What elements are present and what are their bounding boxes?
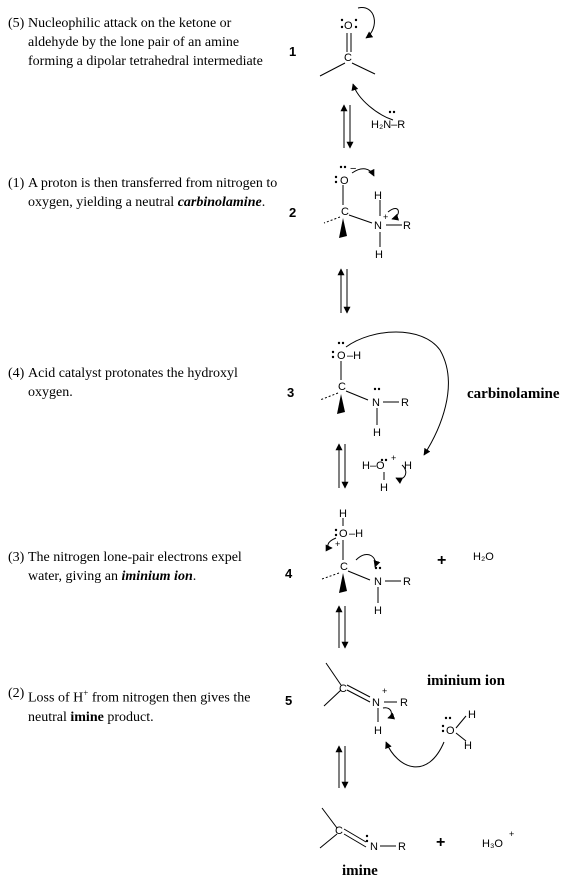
step-text: Loss of H+ from nitrogen then gives the … xyxy=(28,684,278,727)
step-text: Acid catalyst protonates the hydroxyl ox… xyxy=(28,366,238,400)
step-text-end: product. xyxy=(103,709,154,725)
atom-h: H xyxy=(374,605,382,617)
structure-number-4: 4 xyxy=(285,566,293,581)
atom-oh-h: –H xyxy=(349,528,363,540)
atom-plus-charge: + xyxy=(509,829,514,839)
step-number: (3) xyxy=(8,550,25,565)
step-text-part: from nitrogen then gives the neutral xyxy=(28,690,251,725)
atom-h: H xyxy=(464,740,472,752)
atom-h: H xyxy=(375,249,383,261)
iminium-term: iminium ion xyxy=(121,569,193,584)
atom-n: N xyxy=(374,576,382,588)
atom-r: R xyxy=(403,220,411,232)
structure-number-5: 5 xyxy=(285,693,293,708)
equilibrium-arrows-4 xyxy=(335,605,349,649)
atom-o: O xyxy=(446,725,455,737)
atom-n: N xyxy=(374,220,382,232)
atom-plus-charge: + xyxy=(382,686,387,696)
atom-c: C xyxy=(341,206,349,218)
step-number: (4) xyxy=(8,366,25,381)
atom-plus-charge: + xyxy=(335,539,340,549)
atom-r: R xyxy=(403,576,411,588)
atom-n: N xyxy=(372,397,380,409)
imine-product xyxy=(319,807,396,849)
atom-h: H xyxy=(468,709,476,721)
hydronium-left: H–O xyxy=(362,460,385,472)
atom-plus-charge: + xyxy=(391,453,396,463)
atom-minus-charge: − xyxy=(350,163,356,175)
structure-1-ketone xyxy=(319,7,394,121)
equilibrium-arrows-2 xyxy=(337,268,351,314)
structure-number-1: 1 xyxy=(289,44,297,59)
step-text: A proton is then transferred from nitrog… xyxy=(28,174,278,212)
structure-number-3: 3 xyxy=(287,385,295,400)
step-text-superscript: + xyxy=(83,688,89,698)
water-product: H₂O xyxy=(473,551,494,563)
atom-n: N xyxy=(370,841,378,853)
atom-h: H xyxy=(373,427,381,439)
step-text-part: Loss of H xyxy=(28,690,84,706)
atom-o: O xyxy=(340,175,349,187)
structure-5-iminium xyxy=(323,662,467,768)
step-text-end: . xyxy=(261,195,266,210)
atom-h: H xyxy=(374,190,382,202)
step-text: The nitrogen lone-pair electrons expel w… xyxy=(28,548,278,586)
hydronium-product: H₃O xyxy=(482,838,503,850)
atom-o: O xyxy=(337,350,346,362)
step-text-part: The nitrogen lone-pair electrons expel w… xyxy=(28,550,242,584)
structure-2-dipolar-intermediate xyxy=(323,168,402,247)
atom-oh-h: –H xyxy=(347,350,361,362)
step-number: (1) xyxy=(8,176,25,191)
plus-sign: + xyxy=(437,552,446,569)
step-text: Nucleophilic attack on the ketone or ald… xyxy=(28,16,263,69)
step-text-end: . xyxy=(192,569,197,584)
carbinolamine-term: carbinolamine xyxy=(177,195,262,210)
step-text-part: A proton is then transferred from nitrog… xyxy=(28,176,278,210)
imine-label: imine xyxy=(342,863,378,879)
equilibrium-arrows-5 xyxy=(335,745,349,789)
atom-r: R xyxy=(401,397,409,409)
atom-h: H xyxy=(374,725,382,737)
plus-sign: + xyxy=(436,834,445,851)
atom-r: R xyxy=(398,841,406,853)
structure-number-2: 2 xyxy=(289,205,297,220)
atom-h: H xyxy=(404,460,412,472)
structure-3-carbinolamine xyxy=(319,331,449,484)
imine-term: imine xyxy=(70,709,104,725)
atom-h: H xyxy=(339,508,347,520)
step-number: (5) xyxy=(8,16,25,31)
atom-h: H xyxy=(380,482,388,494)
atom-c: C xyxy=(344,52,352,64)
atom-o: O xyxy=(339,528,348,540)
atom-c: C xyxy=(339,683,347,695)
carbinolamine-label: carbinolamine xyxy=(467,386,560,402)
atom-c: C xyxy=(340,561,348,573)
atom-r: R xyxy=(400,697,408,709)
equilibrium-arrows-1 xyxy=(340,104,354,149)
amine-reagent: H₂N–R xyxy=(371,119,405,131)
atom-n: N xyxy=(372,697,380,709)
atom-c: C xyxy=(338,381,346,393)
atom-o: O xyxy=(344,20,353,32)
iminium-ion-label: iminium ion xyxy=(427,673,505,689)
equilibrium-arrows-3 xyxy=(335,443,349,489)
atom-plus-charge: + xyxy=(383,212,388,222)
structure-4-protonated xyxy=(321,518,401,603)
step-number: (2) xyxy=(8,686,25,701)
atom-c: C xyxy=(335,825,343,837)
